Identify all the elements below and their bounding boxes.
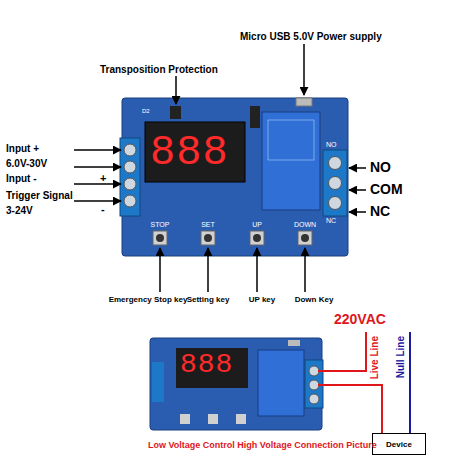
circuit-board xyxy=(150,338,322,430)
callout-label: Input + xyxy=(6,143,39,154)
terminal-screw xyxy=(309,366,319,376)
leader-arrow xyxy=(349,211,366,213)
protection-diode xyxy=(170,106,181,119)
display-digits: 888 xyxy=(150,130,229,176)
terminal-screw xyxy=(124,144,136,156)
push-button xyxy=(236,414,246,424)
leader-arrow xyxy=(74,166,121,168)
push-button xyxy=(180,414,190,424)
leader-arrow xyxy=(256,248,258,292)
terminal-screw xyxy=(329,177,342,190)
wire-label: Live Line xyxy=(369,336,380,379)
callout-label: Micro USB 5.0V Power supply xyxy=(240,31,382,42)
terminal-screw xyxy=(309,394,319,404)
callout-label: 220VAC xyxy=(334,312,386,327)
circuit-board xyxy=(122,98,348,256)
callout-label: - xyxy=(101,203,105,215)
component xyxy=(250,106,260,128)
leader-arrow xyxy=(74,200,121,202)
push-button-cap xyxy=(204,234,212,242)
callout-label: NC xyxy=(370,204,390,219)
micro-usb-port xyxy=(296,98,312,106)
push-button-cap xyxy=(301,234,309,242)
input-terminal-block xyxy=(120,138,140,216)
led-display xyxy=(145,122,245,182)
push-button xyxy=(208,414,218,424)
callout-label: DOWN xyxy=(294,221,316,229)
leader-arrow xyxy=(74,183,121,185)
callout-label: + xyxy=(100,172,106,184)
terminal-screw xyxy=(124,161,136,173)
relay xyxy=(262,112,320,210)
callout-label: Emergency Stop key xyxy=(109,296,188,305)
leader-arrow xyxy=(74,149,121,151)
callout-label: Trigger Signal xyxy=(6,190,73,201)
leader-arrow xyxy=(349,189,366,191)
push-button xyxy=(201,231,215,245)
input-terminal-block xyxy=(152,362,164,402)
push-button xyxy=(250,231,264,245)
callout-label: NO xyxy=(370,160,391,175)
relay-marking xyxy=(268,120,314,160)
callout-label: 6.0V-30V xyxy=(6,158,47,169)
relay-terminal-block xyxy=(323,150,347,216)
push-button xyxy=(153,231,167,245)
leader-arrow xyxy=(207,248,209,292)
terminal-screw xyxy=(309,380,319,390)
led-display xyxy=(176,348,248,388)
callout-label: 3-24V xyxy=(6,205,33,216)
push-button-cap xyxy=(156,234,164,242)
callout-label: NO xyxy=(326,141,337,149)
leader-arrow xyxy=(303,44,305,95)
callout-label: COM xyxy=(370,182,403,197)
terminal-screw xyxy=(124,178,136,190)
live-wire xyxy=(318,332,366,371)
push-button xyxy=(298,231,312,245)
callout-label: Transposition Protection xyxy=(100,64,218,75)
callout-label: D2 xyxy=(142,108,150,115)
wire-label: Null Line xyxy=(395,336,406,378)
callout-label: Setting key xyxy=(187,296,230,305)
live-wire xyxy=(318,385,382,433)
display-digits: 888 xyxy=(180,350,233,381)
callout-label: SET xyxy=(201,221,215,229)
leader-arrow xyxy=(159,248,161,292)
callout-label: UP xyxy=(252,221,262,229)
relay xyxy=(258,350,304,416)
null-wire xyxy=(409,332,411,433)
leader-arrow xyxy=(175,76,177,104)
micro-usb-port xyxy=(288,340,300,346)
push-button-cap xyxy=(253,234,261,242)
callout-label: NC xyxy=(326,217,336,225)
node-text: Device xyxy=(386,440,412,449)
terminal-screw xyxy=(329,157,342,170)
caption: Low Voltage Control High Voltage Connect… xyxy=(148,440,377,450)
leader-arrow xyxy=(349,167,366,169)
callout-label: Input - xyxy=(6,173,37,184)
leader-arrow xyxy=(304,248,306,292)
callout-label: Down Key xyxy=(295,296,334,305)
callout-label: STOP xyxy=(151,221,170,229)
callout-label: UP key xyxy=(249,296,276,305)
terminal-screw xyxy=(329,197,342,210)
terminal-screw xyxy=(124,195,136,207)
device-box: Device xyxy=(372,433,426,455)
